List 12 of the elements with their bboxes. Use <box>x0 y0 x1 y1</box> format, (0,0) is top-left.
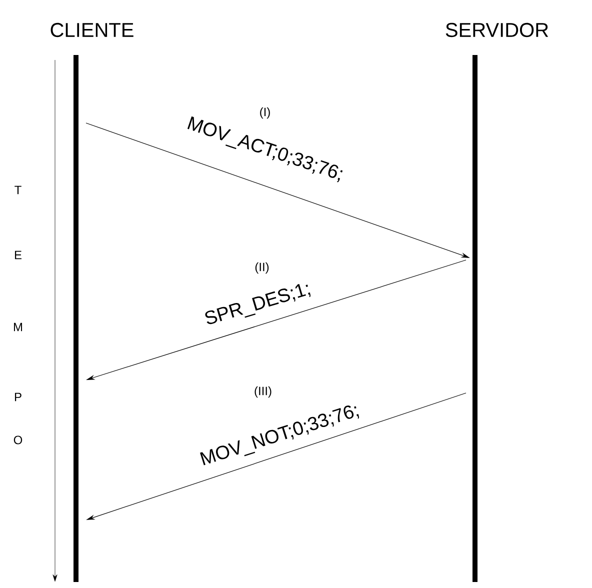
axis-letter: E <box>15 250 22 260</box>
node-label: SERVIDOR <box>446 22 548 38</box>
node-label: CLIENTE <box>50 22 134 38</box>
lifeline: CLIENTE <box>50 22 134 582</box>
message-number: (III) <box>254 386 272 398</box>
axis-letter: P <box>15 392 22 402</box>
axis-letter: O <box>14 436 22 444</box>
lifeline: SERVIDOR <box>446 22 548 582</box>
axis-letter: M <box>14 322 22 332</box>
axis-letter: T <box>14 186 22 194</box>
message-number: (I) <box>260 107 270 119</box>
message-number: (II) <box>255 262 269 274</box>
